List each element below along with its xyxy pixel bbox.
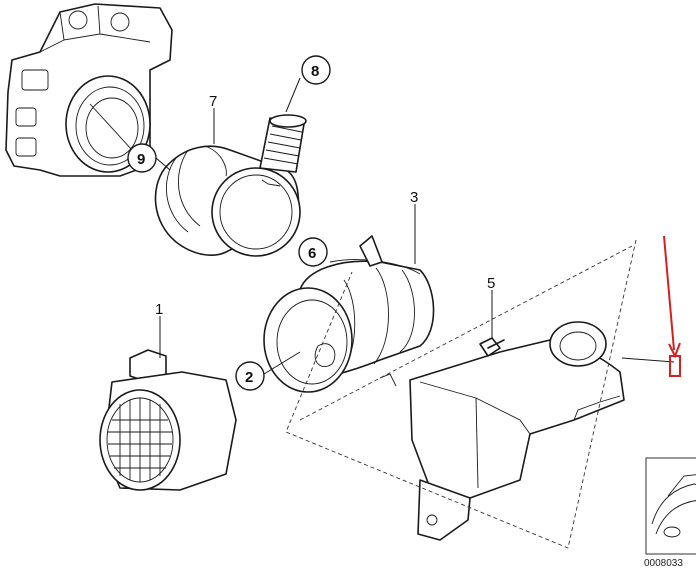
drawing-number: 0008033 — [644, 558, 683, 568]
callout-5: 5 — [487, 275, 495, 292]
callout-8: 8 — [311, 63, 319, 80]
intake-boot-icon — [154, 145, 301, 257]
highlight-arrow — [663, 235, 681, 377]
callout-circle-2 — [235, 361, 265, 391]
assembly-outline — [285, 239, 637, 549]
callout-circle-9 — [127, 143, 157, 173]
callout-6: 6 — [308, 245, 316, 262]
callout-2: 2 — [245, 369, 253, 386]
car-thumbnail-icon — [645, 457, 696, 555]
throttle-body-icon — [5, 3, 173, 177]
mesh-screen — [108, 398, 172, 482]
air-duct-icon — [263, 235, 435, 393]
vent-hose-icon — [259, 114, 307, 173]
callout-circle-8 — [301, 55, 331, 85]
callout-7: 7 — [209, 93, 217, 110]
callout-9: 9 — [137, 151, 145, 168]
air-mass-meter-icon — [99, 349, 237, 491]
callout-circle-6 — [298, 237, 328, 267]
callout-1: 1 — [155, 301, 163, 318]
resonator-icon — [379, 321, 625, 541]
callout-3: 3 — [410, 189, 418, 206]
bolt-icon — [479, 337, 505, 357]
